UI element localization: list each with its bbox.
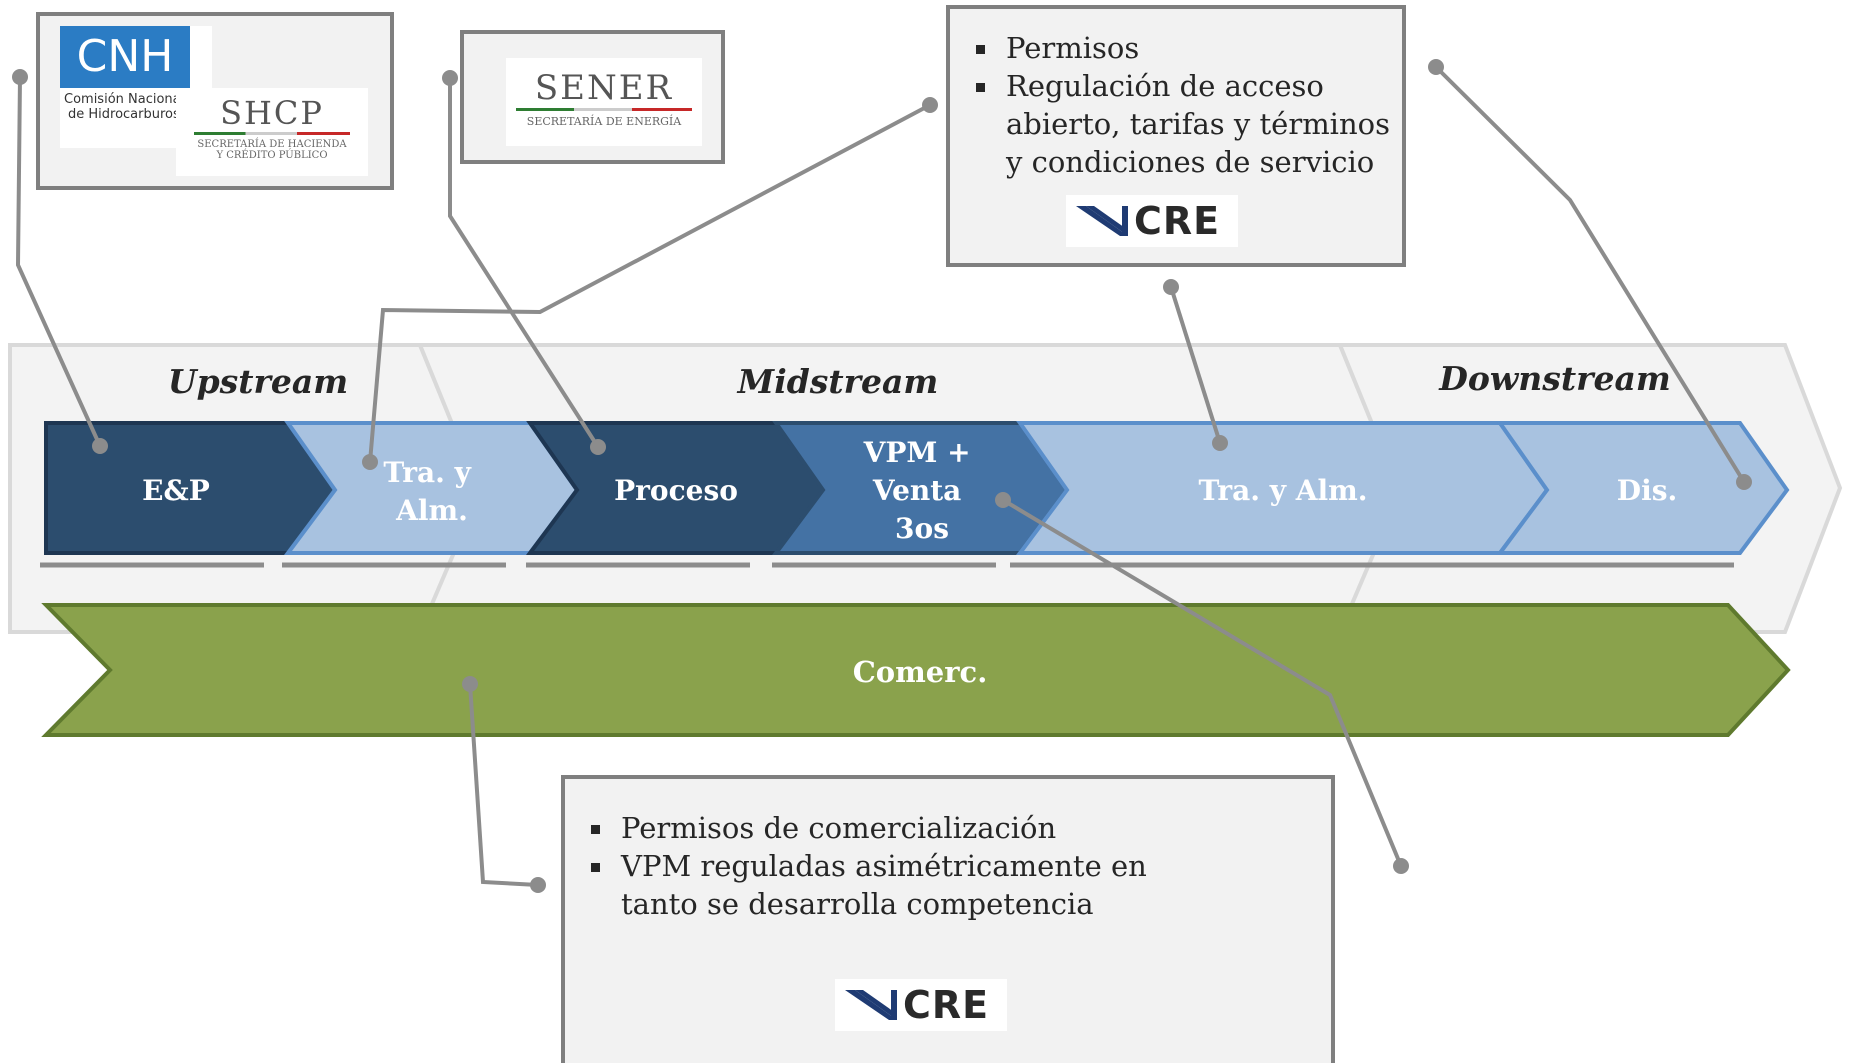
shcp-logo-line-1: SECRETARÍA DE HACIENDA — [197, 139, 347, 150]
connector-vpm-comerc-box — [1001, 498, 1403, 867]
cnh-logo: CNH Comisión Nacional de Hidrocarburos — [60, 26, 212, 148]
cre-logo-text: CRE — [1134, 199, 1221, 243]
connector-box-tra2 — [1169, 286, 1222, 444]
connector-dots — [12, 59, 1752, 893]
cnh-logo-badge: CNH — [60, 26, 190, 88]
upstream-regulators-box: CNH Comisión Nacional de Hidrocarburos S… — [36, 12, 394, 190]
cre-logo-mark — [845, 990, 897, 1020]
shcp-logo-acronym: SHCP — [220, 94, 324, 132]
connector-box-dis — [1434, 65, 1746, 484]
upstream-heading: Upstream — [168, 362, 348, 401]
sener-box: SENER SECRETARÍA DE ENERGÍA — [460, 30, 725, 164]
midstream-regulation-item: Permisos — [970, 29, 1400, 67]
connector-sener-proceso — [448, 78, 600, 449]
cre-logo-mark — [1076, 206, 1128, 236]
comerc-regulation-item: VPM reguladas asimétricamente en tanto s… — [585, 847, 1225, 923]
cre-logo: CRE — [1066, 195, 1238, 247]
shcp-logo: SHCP SECRETARÍA DE HACIENDA Y CRÉDITO PÚ… — [176, 88, 368, 176]
comerc-regulation-item: Permisos de comercialización — [585, 809, 1225, 847]
chevron-dis-label: Dis. — [1617, 474, 1677, 507]
sener-logo: SENER SECRETARÍA DE ENERGÍA — [506, 58, 702, 146]
chevron-vpm-label: VPM + Venta 3os — [863, 436, 981, 545]
midstream-regulation-item: Regulación de acceso abierto, tarifas y … — [970, 67, 1400, 181]
chevron-vpm-line-3: 3os — [895, 512, 949, 545]
chevron-vpm-line-1: VPM + — [863, 436, 971, 469]
downstream-heading: Downstream — [1438, 359, 1671, 398]
midstream-heading: Midstream — [737, 362, 939, 401]
midstream-regulation-list: Permisos Regulación de acceso abierto, t… — [970, 29, 1400, 181]
comerc-regulation-list: Permisos de comercialización VPM regulad… — [585, 809, 1225, 923]
cnh-logo-line-2: de Hidrocarburos — [68, 107, 180, 122]
chevron-row — [44, 421, 1790, 555]
sener-logo-acronym: SENER — [534, 68, 674, 108]
sener-logo-rule — [516, 108, 692, 111]
connector-cnh-ep — [15, 76, 102, 447]
connector-comerc-box — [468, 683, 539, 887]
cre-logo-text: CRE — [903, 983, 990, 1027]
connector-box-tra1 — [368, 103, 931, 463]
sener-logo-line-1: SECRETARÍA DE ENERGÍA — [526, 115, 682, 128]
chevron-tra-alm-1-line-2: Alm. — [395, 494, 468, 527]
comerc-arrow[interactable] — [41, 603, 1791, 737]
chevron-tra-alm-2-label: Tra. y Alm. — [1199, 474, 1368, 507]
chevron-tra-alm-1-label: Tra. y Alm. — [383, 456, 480, 527]
shcp-logo-rule — [194, 132, 350, 135]
chevron-proceso-label: Proceso — [614, 474, 738, 507]
chevron-vpm-line-2: Venta — [872, 474, 961, 507]
comerc-regulation-box: Permisos de comercialización VPM regulad… — [561, 775, 1335, 1063]
comerc-label: Comerc. — [853, 655, 988, 689]
chevron-tra-alm-1-line-1: Tra. y — [383, 456, 471, 489]
cre-logo: CRE — [835, 979, 1007, 1031]
cnh-logo-line-1: Comisión Nacional — [64, 92, 185, 107]
chevron-ep-label: E&P — [142, 474, 210, 507]
connectors — [15, 65, 1746, 887]
midstream-regulation-box: Permisos Regulación de acceso abierto, t… — [946, 5, 1406, 267]
chevron-dis[interactable] — [1496, 421, 1790, 555]
shcp-logo-line-2: Y CRÉDITO PÚBLICO — [216, 150, 328, 161]
